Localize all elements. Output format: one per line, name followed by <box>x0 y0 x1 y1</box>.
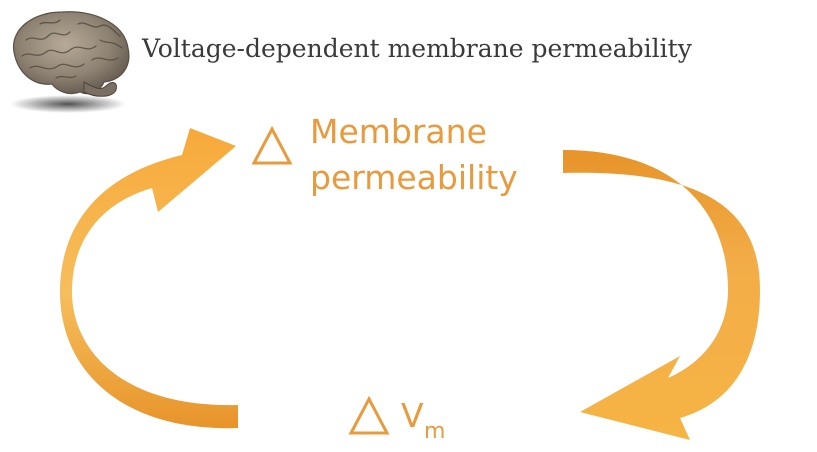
voltage-symbol: V <box>401 396 424 435</box>
brain-icon <box>10 11 130 113</box>
node-label-line1: Membrane <box>310 112 487 151</box>
right-arrow <box>563 150 760 440</box>
delta-icon <box>251 125 293 165</box>
delta-icon <box>348 395 390 435</box>
slide-title: Voltage-dependent membrane permeability <box>142 34 692 63</box>
node-label-line2: permeability <box>310 158 518 197</box>
left-arrow <box>60 128 238 429</box>
voltage-subscript: m <box>424 419 446 444</box>
